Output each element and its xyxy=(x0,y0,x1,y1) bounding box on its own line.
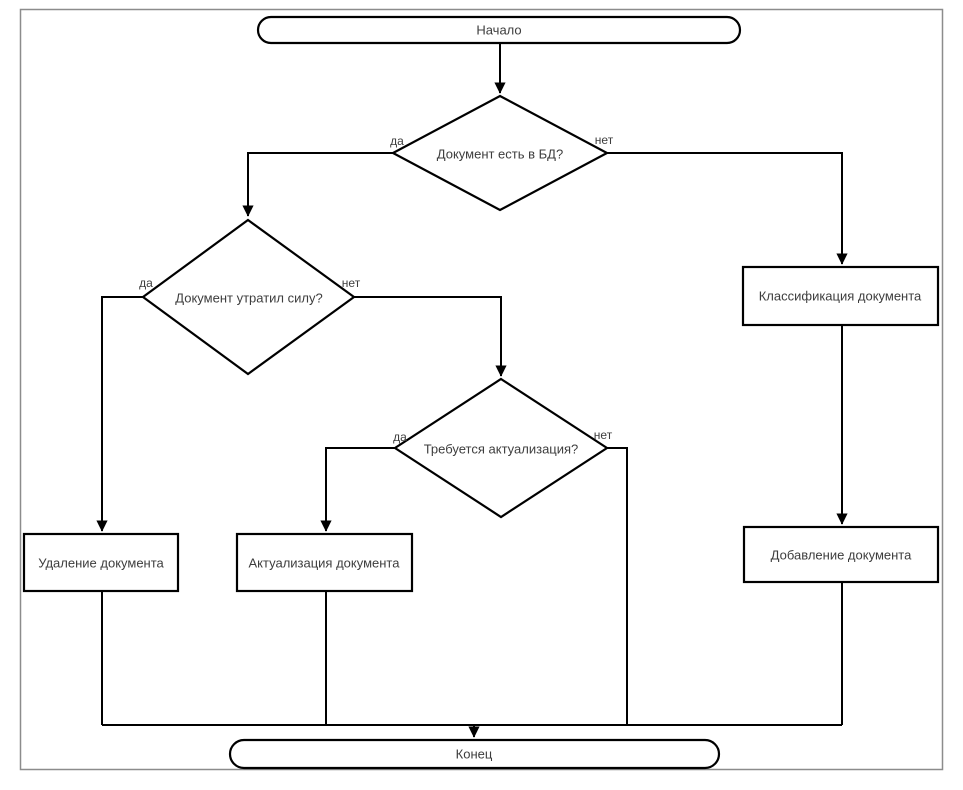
process-actualization-shape[interactable] xyxy=(235,532,414,593)
edge-decision1-yes xyxy=(242,152,393,217)
decision-needs-actualization-shape[interactable] xyxy=(392,377,610,519)
decision-doc-in-db[interactable]: Документ есть в БД? xyxy=(390,94,610,212)
process-deletion[interactable]: Удаление документа xyxy=(22,532,180,593)
process-classification[interactable]: Классификация документа xyxy=(741,265,940,327)
edge-decision2-yes xyxy=(96,296,143,532)
end-label: Конец xyxy=(456,747,493,762)
end-terminator-shape[interactable] xyxy=(228,738,721,770)
edge-label-doc-in-db-yes: да xyxy=(390,134,404,148)
decision-doc-expired[interactable]: Документ утратил силу? xyxy=(141,218,356,376)
decision-doc-expired-shape[interactable] xyxy=(141,218,356,376)
edge-labels: да нет да нет да нет xyxy=(139,133,614,444)
decision-needs-actualization-label: Требуется актуализация? xyxy=(424,442,579,457)
process-actualization[interactable]: Актуализация документа xyxy=(235,532,414,593)
decision-doc-in-db-shape[interactable] xyxy=(390,94,610,212)
process-addition-shape[interactable] xyxy=(742,525,940,584)
edge-decision3-yes xyxy=(320,447,395,532)
process-addition-label: Добавление документа xyxy=(771,548,912,563)
edge-decision2-no xyxy=(354,296,507,377)
edges xyxy=(96,43,848,738)
decision-needs-actualization[interactable]: Требуется актуализация? xyxy=(392,377,610,519)
process-deletion-shape[interactable] xyxy=(22,532,180,593)
end-node[interactable]: Конец xyxy=(228,738,721,770)
start-node[interactable]: Начало xyxy=(256,15,742,45)
process-classification-shape[interactable] xyxy=(741,265,940,327)
edge-label-needs-actualization-no: нет xyxy=(594,428,613,442)
edge-label-doc-expired-yes: да xyxy=(139,276,153,290)
decision-doc-expired-label: Документ утратил силу? xyxy=(175,291,322,306)
process-deletion-label: Удаление документа xyxy=(38,556,164,571)
edge-decision3-no xyxy=(607,447,628,725)
start-terminator-shape[interactable] xyxy=(256,15,742,45)
decision-doc-in-db-label: Документ есть в БД? xyxy=(437,147,563,162)
edge-label-doc-in-db-no: нет xyxy=(595,133,614,147)
process-addition[interactable]: Добавление документа xyxy=(742,525,940,584)
start-label: Начало xyxy=(476,23,521,38)
edge-decision1-no xyxy=(607,152,848,265)
process-actualization-label: Актуализация документа xyxy=(249,556,401,571)
process-classification-label: Классификация документа xyxy=(759,289,922,304)
edge-label-needs-actualization-yes: да xyxy=(393,430,407,444)
page-border xyxy=(19,8,944,771)
edge-label-doc-expired-no: нет xyxy=(342,276,361,290)
